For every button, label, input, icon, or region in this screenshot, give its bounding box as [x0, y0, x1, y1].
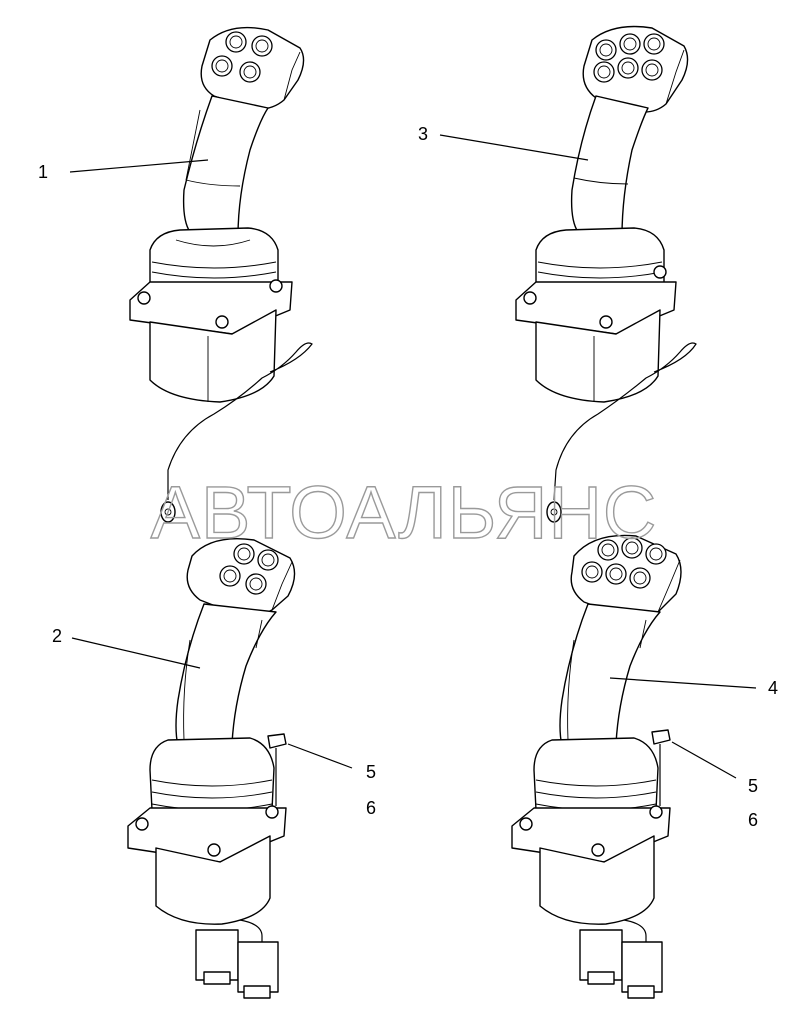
- callout-1: 1: [38, 162, 48, 182]
- callout-4: 4: [768, 678, 778, 698]
- leader-lines: [69, 134, 757, 779]
- callout-2: 2: [52, 626, 62, 646]
- callout-6-right: 6: [748, 810, 758, 830]
- watermark: АВТОАЛЬЯНС: [151, 471, 658, 554]
- joystick-4: [511, 534, 682, 999]
- callout-5-right: 5: [748, 776, 758, 796]
- callout-5-left: 5: [366, 762, 376, 782]
- callout-6-left: 6: [366, 798, 376, 818]
- joystick-2: [127, 538, 296, 999]
- joystick-1: [129, 26, 313, 523]
- callout-3: 3: [418, 124, 428, 144]
- joystick-3: [515, 25, 697, 523]
